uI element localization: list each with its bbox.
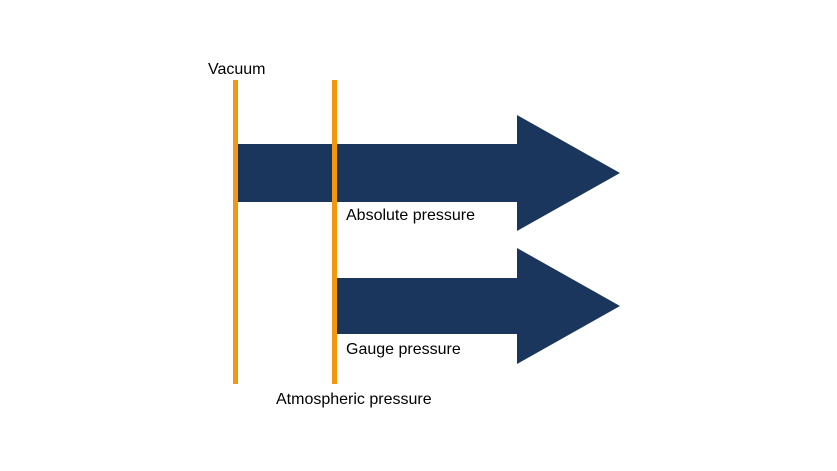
absolute-pressure-label: Absolute pressure xyxy=(346,207,475,224)
vacuum-line xyxy=(233,80,238,384)
atmospheric-pressure-label: Atmospheric pressure xyxy=(276,391,432,408)
vacuum-label: Vacuum xyxy=(208,61,266,78)
gauge-pressure-arrow xyxy=(336,248,620,364)
gauge-pressure-label: Gauge pressure xyxy=(346,341,461,358)
atmospheric-line xyxy=(332,80,337,384)
